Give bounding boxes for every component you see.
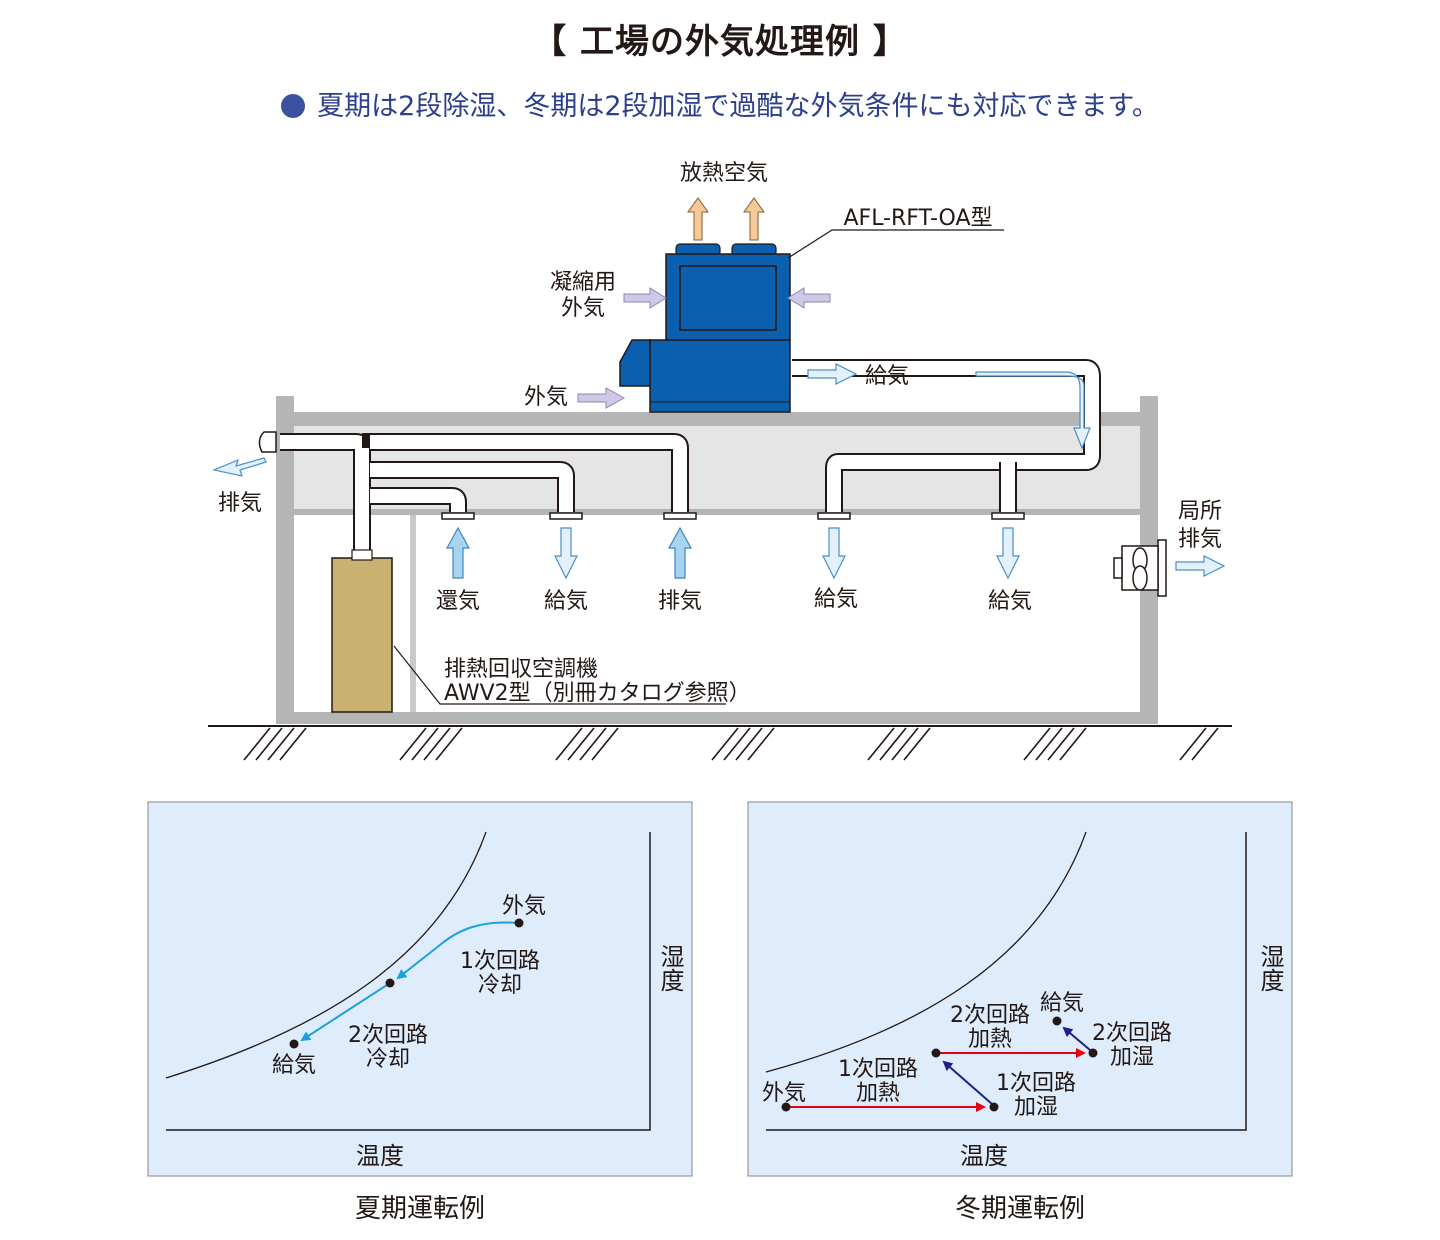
label-outside-air: 外気 (524, 385, 568, 410)
winter-caption: 冬期運転例 (954, 1194, 1085, 1224)
winter-s-hum-2: 加湿 (1110, 1045, 1154, 1070)
winter-outside: 外気 (762, 1081, 806, 1106)
exhaust-hood (258, 431, 277, 453)
summer-path-secondary (300, 982, 391, 1042)
winter-temperature: 温度 (960, 1142, 1008, 1170)
label-supply-2: 給気 (814, 587, 858, 612)
label-supply-top: 給気 (865, 364, 909, 389)
label-supply-3: 給気 (988, 589, 1032, 614)
roof-slab (276, 412, 1158, 426)
partition (410, 515, 416, 712)
winter-humidity: 湿度 (1256, 944, 1284, 992)
diffusers (441, 512, 1025, 520)
local-exhaust-fan (1113, 539, 1167, 597)
label-local-exhaust-2: 排気 (1178, 527, 1222, 552)
summer-secondary-1: 2次回路 (348, 1023, 428, 1048)
label-unit-model: AFL-RFT-OA型 (843, 206, 992, 231)
winter-chart: 外気 1次回路 加熱 1次回路 加湿 2次回路 加熱 2次回路 加湿 給気 温度… (747, 801, 1293, 1177)
winter-saturation-curve (765, 831, 1087, 1073)
summer-caption: 夏期運転例 (354, 1194, 485, 1224)
label-heat-exhaust: 放熱空気 (680, 161, 768, 186)
ducts (280, 359, 1101, 556)
winter-p-hum-1: 1次回路 (996, 1071, 1076, 1096)
winter-axes (766, 832, 1247, 1131)
return-arrows (445, 526, 693, 579)
bullet-icon (281, 94, 306, 118)
summer-axes (166, 832, 651, 1131)
ceiling-line (294, 509, 1140, 515)
airflow-arrows (211, 363, 1226, 580)
summer-primary-1: 1次回路 (460, 949, 540, 974)
winter-p-hum-2: 加湿 (1014, 1095, 1058, 1120)
winter-s-heat-2: 加熱 (968, 1027, 1012, 1052)
label-local-exhaust-1: 局所 (1178, 499, 1222, 524)
label-awv-1: 排熱回収空調機 (444, 657, 598, 682)
label-awv-2: AWV2型（別冊カタログ参照） (444, 681, 751, 706)
floor-slab (276, 712, 1158, 724)
awv-leader (393, 645, 726, 705)
roof-unit-afl (619, 243, 791, 413)
label-exhaust-left: 排気 (218, 491, 262, 516)
label-exhaust-mid: 排気 (658, 589, 702, 614)
summer-temperature: 温度 (356, 1142, 404, 1170)
page-title: 【 工場の外気処理例 】 (532, 22, 908, 62)
winter-p-heat-1: 1次回路 (838, 1057, 918, 1082)
winter-path-secondary-hum (1062, 1026, 1091, 1051)
left-wall (276, 396, 294, 720)
winter-s-heat-1: 2次回路 (950, 1003, 1030, 1028)
winter-p-heat-2: 加熱 (856, 1081, 900, 1106)
winter-path-primary-hum (942, 1060, 993, 1105)
unit-model-leader (787, 229, 1004, 259)
winter-supply: 給気 (1040, 991, 1084, 1016)
summer-outside: 外気 (502, 894, 546, 919)
heat-exhaust-arrows (687, 197, 765, 241)
ground-hatch (243, 727, 1219, 761)
label-return-air: 還気 (436, 589, 480, 614)
summer-path-primary (396, 921, 519, 980)
summer-supply: 給気 (272, 1053, 316, 1078)
winter-s-hum-1: 2次回路 (1092, 1021, 1172, 1046)
page-subtitle: 夏期は2段除湿、冬期は2段加湿で過酷な外気条件にも対応できます。 (0, 84, 1440, 123)
summer-saturation-curve (165, 831, 487, 1079)
subtitle-text: 夏期は2段除湿、冬期は2段加湿で過酷な外気条件にも対応できます。 (317, 91, 1159, 122)
summer-secondary-2: 冷却 (366, 1047, 410, 1072)
intake-arrows (577, 287, 831, 409)
label-condense-air-2: 外気 (561, 296, 605, 321)
summer-primary-2: 冷却 (478, 973, 522, 998)
summer-humidity: 湿度 (656, 944, 684, 992)
summer-chart: 外気 1次回路 冷却 2次回路 冷却 給気 温度 湿度 (147, 801, 693, 1177)
label-condense-air-1: 凝縮用 (550, 270, 616, 295)
label-supply-1: 給気 (544, 589, 588, 614)
awv-unit (331, 557, 393, 713)
